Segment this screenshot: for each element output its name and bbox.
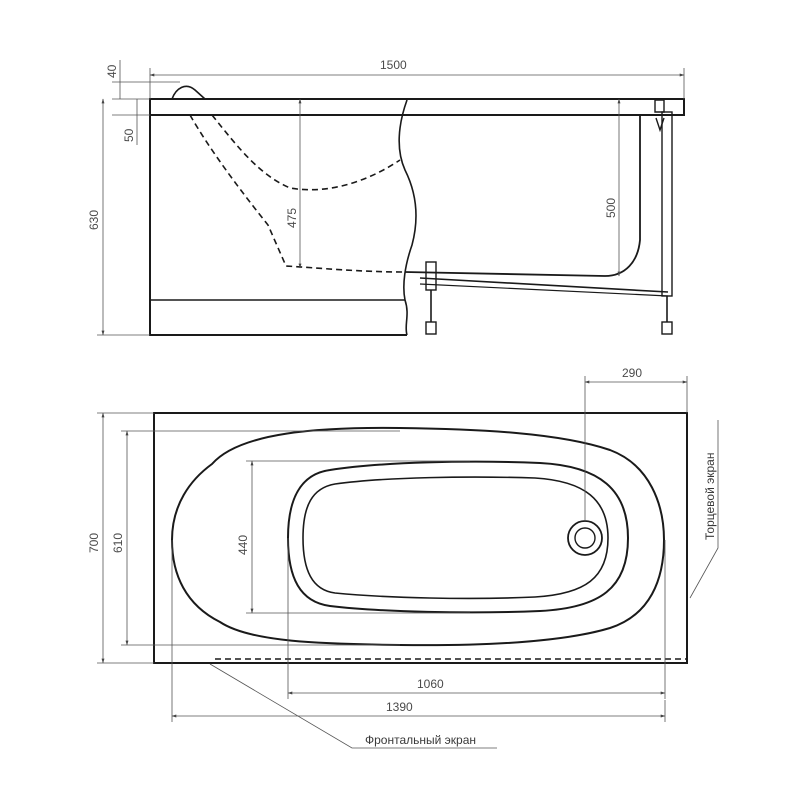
- leg-left-post: [425, 261, 437, 291]
- dim-label-50: 50: [122, 128, 136, 142]
- drain-inner: [574, 527, 596, 549]
- dim-label-500: 500: [604, 198, 618, 218]
- frame-rail-lower: [419, 283, 669, 297]
- bottom-outline-outer: [286, 460, 630, 614]
- dim-label-440: 440: [236, 535, 250, 555]
- dim-label-40: 40: [105, 64, 119, 78]
- outer-rim: [153, 412, 688, 664]
- inner-tub-hidden-backrest: [211, 114, 401, 191]
- side-view: 1500 40 50 630 475 500: [87, 58, 685, 336]
- dim-label-475: 475: [285, 208, 299, 228]
- inner-tub-hidden-outline: [189, 114, 406, 273]
- inner-basin-outline: [170, 426, 666, 647]
- rim-top: [149, 98, 685, 116]
- dim-label-700: 700: [87, 533, 101, 553]
- headrest: [171, 85, 206, 100]
- overflow-fitting: [654, 99, 665, 133]
- dim-label-630: 630: [87, 210, 101, 230]
- dim-label-1500: 1500: [380, 58, 407, 72]
- front-apron: [149, 115, 407, 336]
- inner-tub-visible: [404, 115, 641, 277]
- bottom-outline-inner: [302, 476, 609, 600]
- dim-label-1390: 1390: [386, 700, 413, 714]
- frame-rail: [419, 277, 669, 293]
- leg-left-foot: [425, 321, 437, 335]
- note-end-panel: Торцевой экран: [703, 453, 717, 540]
- leg-right-foot: [661, 321, 673, 335]
- leader-front-panel: [209, 663, 497, 749]
- drain-outer: [567, 520, 603, 556]
- leader-end-panel: [689, 420, 719, 599]
- dim-label-610: 610: [111, 533, 125, 553]
- apron-break-line: [398, 99, 417, 336]
- leg-right-post: [661, 111, 673, 297]
- top-view: 290 700 610 440 1060 1390 Фронтальный эк…: [87, 366, 719, 749]
- dim-label-290: 290: [622, 366, 642, 380]
- note-front-panel: Фронтальный экран: [365, 733, 476, 747]
- dim-label-1060: 1060: [417, 677, 444, 691]
